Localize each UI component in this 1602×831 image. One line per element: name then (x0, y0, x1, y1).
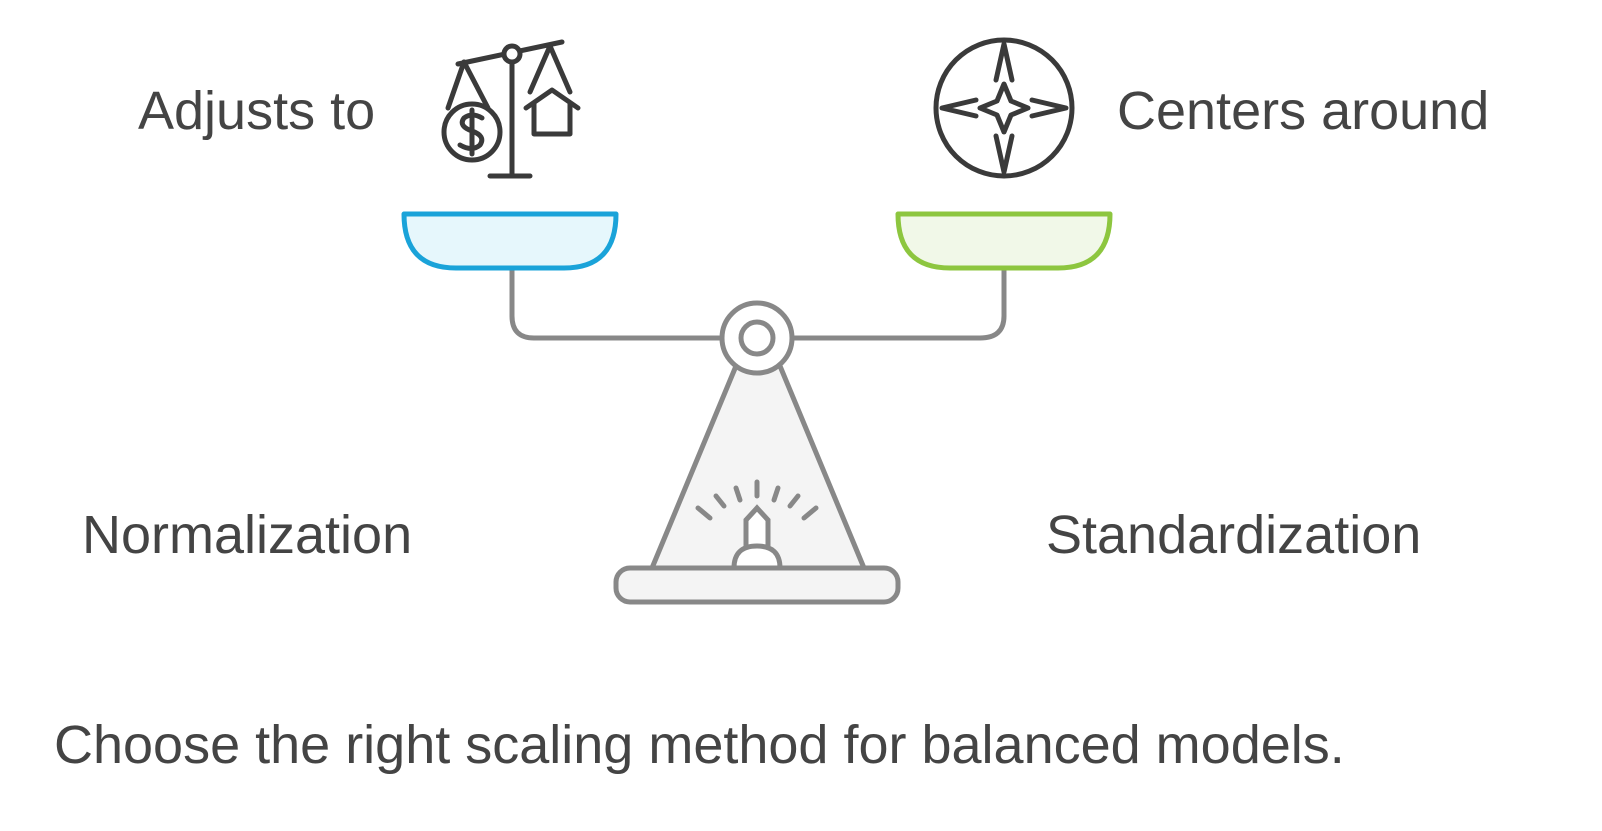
balance-scale-money-house-icon (441, 39, 581, 179)
left-pan (401, 211, 619, 271)
pivot-icon (719, 300, 795, 376)
caption: Choose the right scaling method for bala… (54, 715, 1345, 775)
compass-rose-icon (933, 37, 1075, 179)
label-normalization: Normalization (82, 505, 413, 565)
label-centers-around: Centers around (1117, 81, 1490, 141)
label-standardization: Standardization (1046, 505, 1422, 565)
balance-base (613, 565, 901, 605)
gauge-icon (695, 479, 819, 571)
label-adjusts-to: Adjusts to (138, 81, 376, 141)
right-pan (895, 211, 1113, 271)
